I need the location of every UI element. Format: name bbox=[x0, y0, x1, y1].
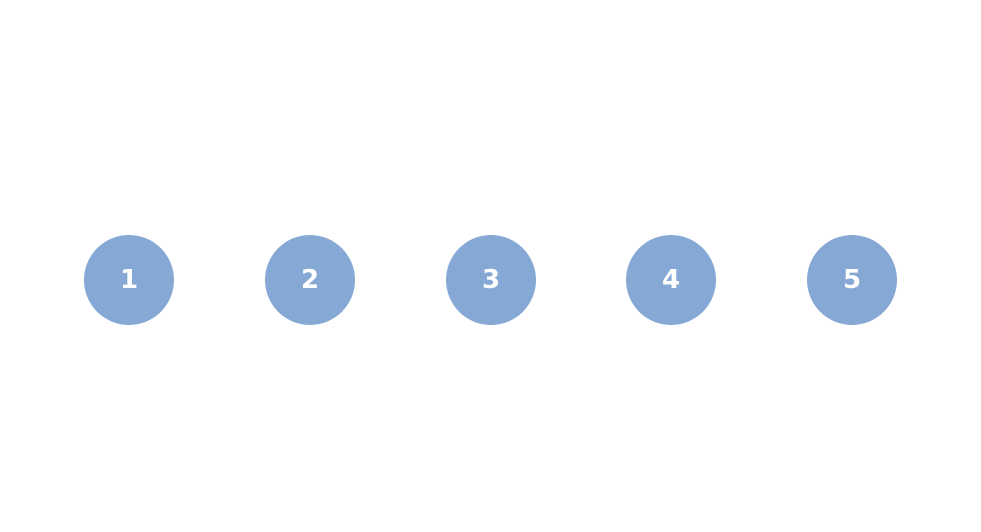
step-number: 5 bbox=[842, 265, 862, 295]
step-number: 3 bbox=[481, 265, 501, 295]
step-circle-1: 1 bbox=[84, 235, 174, 325]
step-number: 1 bbox=[119, 265, 139, 295]
step-number: 4 bbox=[661, 265, 681, 295]
step-circle-4: 4 bbox=[626, 235, 716, 325]
step-circle-3: 3 bbox=[446, 235, 536, 325]
step-number: 2 bbox=[300, 265, 320, 295]
step-circle-5: 5 bbox=[807, 235, 897, 325]
step-circle-2: 2 bbox=[265, 235, 355, 325]
